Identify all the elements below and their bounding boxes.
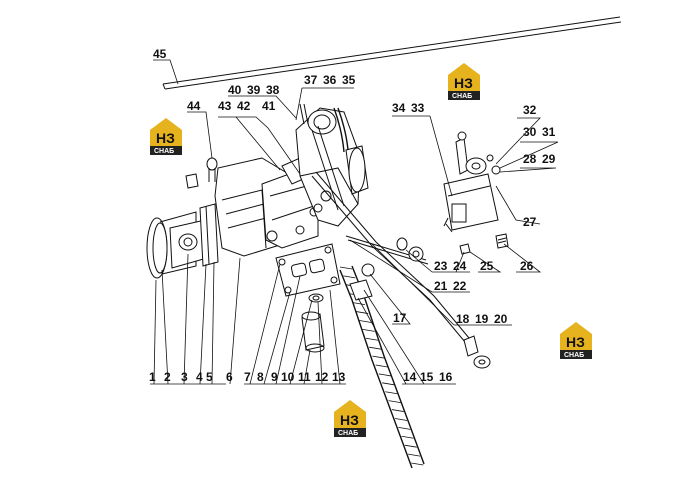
hose-rib	[369, 346, 382, 350]
callout-29: 29	[542, 152, 556, 166]
callout-28: 28	[523, 152, 537, 166]
callout-38: 38	[266, 83, 280, 97]
snab-logo: НЗ СНАБ	[560, 322, 592, 359]
hose-rib	[388, 400, 401, 404]
leader-lines	[150, 59, 559, 385]
logo-house-shape	[560, 322, 592, 350]
hose-rib	[398, 426, 411, 430]
hose-rib	[343, 275, 356, 279]
hose-rib	[385, 391, 398, 395]
exhaust-flange-assembly	[146, 173, 219, 279]
compressor-housing	[295, 103, 369, 227]
callout-1: 1	[149, 370, 156, 384]
hose-rib	[352, 302, 366, 306]
oil-drain-hose	[339, 263, 425, 469]
hose-rib	[372, 355, 385, 359]
hose-rib	[382, 382, 395, 386]
callout-36: 36	[323, 73, 337, 87]
logo-bar	[150, 146, 182, 155]
snab-logo: НЗ СНАБ	[150, 118, 182, 155]
callout-45: 45	[153, 47, 167, 61]
callout-19: 19	[475, 312, 489, 326]
logo-word-text: СНАБ	[154, 148, 174, 155]
oil-feed-line	[311, 171, 491, 369]
callout-32: 32	[523, 103, 537, 117]
callout-37: 37	[304, 73, 318, 87]
hose-rib	[339, 266, 353, 270]
callout-25: 25	[480, 259, 494, 273]
callout-13: 13	[332, 370, 346, 384]
logo-mark-text: НЗ	[454, 75, 473, 91]
actuator-bracket	[443, 131, 501, 233]
callout-44: 44	[187, 99, 201, 113]
callout-16: 16	[439, 370, 453, 384]
callout-42: 42	[237, 99, 251, 113]
callout-4: 4	[196, 370, 203, 384]
callout-24: 24	[453, 259, 467, 273]
callout-3: 3	[181, 370, 188, 384]
logo-word-text: СНАБ	[338, 430, 358, 437]
mounting-gasket	[275, 243, 341, 353]
logo-word-text: СНАБ	[452, 93, 472, 100]
callout-18: 18	[456, 312, 470, 326]
hose-rib	[359, 320, 372, 323]
hose-rib	[391, 409, 404, 412]
logo-bar	[334, 428, 366, 437]
callout-2: 2	[164, 370, 171, 384]
callout-15: 15	[420, 370, 434, 384]
logo-mark-text: НЗ	[156, 130, 175, 146]
callout-26: 26	[520, 259, 534, 273]
callout-41: 41	[262, 99, 276, 113]
callout-9: 9	[271, 370, 278, 384]
logo-mark-text: НЗ	[566, 334, 585, 350]
hose-rib	[378, 373, 391, 377]
hose-rib	[404, 444, 417, 448]
logo-house-shape	[448, 63, 480, 91]
callout-14: 14	[403, 370, 417, 384]
callout-31: 31	[542, 125, 556, 139]
snab-logo: НЗ СНАБ	[334, 400, 366, 437]
callout-20: 20	[494, 312, 508, 326]
callout-22: 22	[453, 279, 467, 293]
rod-part-45	[162, 16, 622, 90]
callout-39: 39	[247, 83, 261, 97]
callout-10: 10	[281, 370, 295, 384]
logo-house-shape	[334, 400, 366, 428]
callout-7: 7	[244, 370, 251, 384]
logo-bar	[448, 91, 480, 100]
logo-mark-text: НЗ	[340, 412, 359, 428]
hose-rib	[411, 462, 424, 466]
snab-logo: НЗ СНАБ	[448, 63, 480, 100]
hose-rib	[375, 364, 388, 368]
callout-6: 6	[226, 370, 233, 384]
hose-rib	[362, 328, 375, 332]
callout-17: 17	[393, 311, 407, 325]
callout-27: 27	[523, 215, 537, 229]
callout-8: 8	[257, 370, 264, 384]
callout-43: 43	[218, 99, 232, 113]
callout-30: 30	[523, 125, 537, 139]
callout-33: 33	[411, 101, 425, 115]
callout-21: 21	[434, 279, 448, 293]
callout-11: 11	[298, 370, 311, 384]
callout-12: 12	[315, 370, 329, 384]
hose-rib	[395, 418, 408, 421]
callout-5: 5	[206, 370, 213, 384]
callout-40: 40	[228, 83, 242, 97]
callout-23: 23	[434, 259, 448, 273]
logo-house-shape	[150, 118, 182, 146]
callout-35: 35	[342, 73, 356, 87]
logo-word-text: СНАБ	[564, 352, 584, 359]
callout-34: 34	[392, 101, 406, 115]
hose-rib	[365, 337, 378, 341]
hose-rib	[401, 435, 414, 439]
logo-bar	[560, 350, 592, 359]
hose-rib	[407, 453, 421, 457]
